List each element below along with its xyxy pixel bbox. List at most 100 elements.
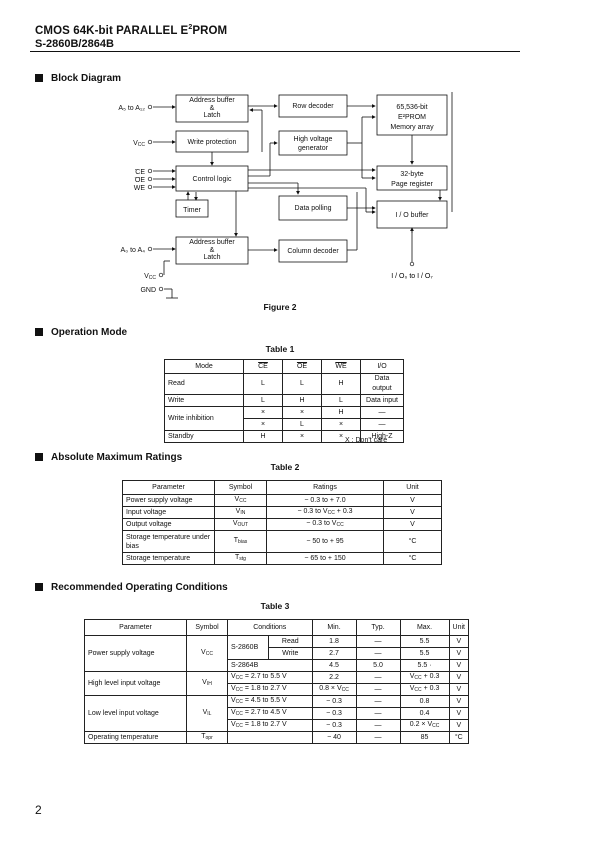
t1-header-io: I/O <box>360 359 404 374</box>
signal-ce: CE <box>135 169 145 176</box>
table-cell: 5.5 · <box>399 659 450 672</box>
table-cell: °C <box>383 552 442 565</box>
table-cell: L <box>282 418 322 431</box>
table-cell: VCC = 4.5 to 5.5 V <box>227 695 313 708</box>
table-cell: — <box>355 695 401 708</box>
document-title: CMOS 64K-bit PARALLEL E2PROM <box>35 24 228 37</box>
table-cell: Parameter <box>122 480 215 495</box>
table-cell: Min. <box>311 619 357 636</box>
table-cell: S-2860B <box>227 635 269 660</box>
table-cell: Tstg <box>214 552 267 565</box>
table-cell: Tbias <box>214 530 267 553</box>
table-cell: VCC = 2.7 to 5.5 V <box>227 671 313 684</box>
table-cell: Read <box>268 635 313 648</box>
addr-buffer-top-line3: Latch <box>203 112 220 119</box>
signal-a0-a4: A₀ to A₄ <box>121 247 146 254</box>
table-cell: VIL <box>186 695 228 732</box>
table-cell: V <box>448 683 470 696</box>
bullet-square-icon <box>35 74 43 82</box>
table-cell: °C <box>448 731 470 744</box>
table-cell: 0.2 × VCC <box>399 719 450 732</box>
write-protection-label: Write protection <box>188 139 237 146</box>
table-cell: Data output <box>360 373 404 395</box>
table-cell: Ratings <box>266 480 384 495</box>
table-cell: Write inhibition <box>164 406 244 431</box>
table-cell: VCC = 2.7 to 4.5 V <box>227 707 313 720</box>
table-row: High level input voltage VIH VCC = 2.7 t… <box>84 671 470 696</box>
table1-caption: Table 1 <box>265 344 295 354</box>
timer-label: Timer <box>183 207 201 214</box>
table-cell: — <box>355 707 401 720</box>
table-cell: — <box>355 683 401 696</box>
control-logic-block <box>175 165 249 192</box>
high-voltage-line1: High voltage <box>294 136 333 143</box>
section-block-diagram: Block Diagram <box>35 73 121 84</box>
table-cell: Symbol <box>186 619 228 636</box>
table-cell: Read <box>164 373 244 395</box>
section-recommended: Recommended Operating Conditions <box>35 582 228 593</box>
absolute-max-table: Parameter Symbol Ratings Unit Power supp… <box>122 480 442 565</box>
table-cell: 5.5 <box>399 647 450 660</box>
table-cell: × <box>243 418 283 431</box>
table-cell: Output voltage <box>122 518 215 531</box>
section-operation-mode: Operation Mode <box>35 327 127 338</box>
addr-buffer-top-line1: Address buffer <box>189 97 235 104</box>
table-cell: − 0.3 to + 7.0 <box>266 494 384 507</box>
table-cell: × <box>243 406 283 419</box>
table-cell: L <box>243 373 283 395</box>
table-cell: 2.2 <box>311 671 357 684</box>
table-cell: Conditions <box>227 619 313 636</box>
table-cell: VCC <box>186 635 228 672</box>
table-cell: − 65 to + 150 <box>266 552 384 565</box>
table-cell: L <box>243 394 283 407</box>
table-cell: Operating temperature <box>84 731 187 744</box>
table-cell <box>227 731 313 744</box>
table1-note: X : Don't care <box>345 437 388 444</box>
t1-header-ce: CE <box>243 359 283 374</box>
table-cell: V <box>448 659 470 672</box>
table-cell: − 0.3 <box>311 719 357 732</box>
table-cell: V <box>383 494 442 507</box>
table-cell: × <box>321 418 361 431</box>
data-polling-label: Data polling <box>295 205 332 212</box>
page-register-line1: 32-byte <box>400 171 423 178</box>
table-cell: Low level input voltage <box>84 695 187 732</box>
table-cell: L <box>321 394 361 407</box>
table-cell: VCC <box>214 494 267 507</box>
table-row: Operating temperature Topr − 40—85°C <box>84 731 470 744</box>
page-register-block <box>376 165 448 191</box>
figure-caption: Figure 2 <box>263 302 297 312</box>
header-rule <box>30 51 520 52</box>
table-cell: — <box>360 418 404 431</box>
bullet-square-icon <box>35 328 43 336</box>
table-cell: Standby <box>164 430 244 443</box>
table-cell: — <box>360 406 404 419</box>
timer-block <box>175 199 209 218</box>
table-row: Low level input voltage VIL VCC = 4.5 to… <box>84 695 470 732</box>
section-absolute-max: Absolute Maximum Ratings <box>35 452 182 463</box>
table-cell: Typ. <box>355 619 401 636</box>
table-cell: H <box>321 373 361 395</box>
signal-vcc: VCC <box>133 140 145 148</box>
column-decoder-label: Column decoder <box>287 248 339 255</box>
table-cell: VOUT <box>214 518 267 531</box>
table-cell: 5.0 <box>355 659 401 672</box>
table-cell: Unit <box>448 619 470 636</box>
control-logic-label: Control logic <box>193 176 232 183</box>
table-cell: 2.7 <box>311 647 357 660</box>
signal-gnd: GND <box>140 287 156 294</box>
table-cell: 1.8 <box>311 635 357 648</box>
table-cell: H <box>243 430 283 443</box>
table-cell: — <box>355 719 401 732</box>
table-cell: V <box>448 695 470 708</box>
table-cell: − 40 <box>311 731 357 744</box>
table-cell: 85 <box>399 731 450 744</box>
